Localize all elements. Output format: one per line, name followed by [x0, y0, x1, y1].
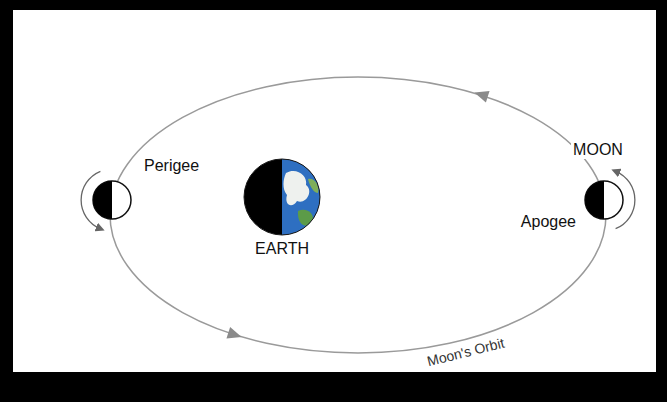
body-label: MOON	[571, 141, 625, 159]
earth-ocean	[282, 157, 322, 237]
moon-lit-half	[93, 181, 131, 219]
orbit-path	[110, 77, 606, 353]
position-label: Apogee	[519, 213, 578, 231]
text-holder: EARTH	[253, 240, 311, 258]
earth-globe: EARTH	[242, 157, 322, 237]
moon-perigee-shape	[92, 180, 132, 220]
moon-lit-half	[585, 181, 623, 219]
text-holder: MOON	[571, 141, 625, 159]
text-holder: Perigee	[142, 157, 201, 175]
moon-apogee: MOONApogee	[584, 180, 624, 220]
moon-dark-half	[93, 181, 112, 219]
earth-outline	[244, 159, 320, 235]
orbit-arrowhead	[226, 327, 243, 343]
moon-perigee: Perigee	[92, 180, 132, 220]
orbit-arrowhead	[473, 87, 490, 103]
label-holder: Moon's Orbit	[423, 333, 508, 371]
white-panel	[13, 10, 656, 372]
moon-apogee-shape	[584, 180, 624, 220]
text-holder: Apogee	[519, 213, 578, 231]
orbit-label: Moon's Orbit	[423, 334, 507, 370]
earth-land	[284, 171, 310, 205]
earth-globe-shape	[242, 157, 322, 237]
earth-land	[298, 210, 313, 226]
body-label: EARTH	[253, 240, 311, 258]
moon-dark-half	[585, 181, 604, 219]
position-label: Perigee	[142, 157, 201, 175]
